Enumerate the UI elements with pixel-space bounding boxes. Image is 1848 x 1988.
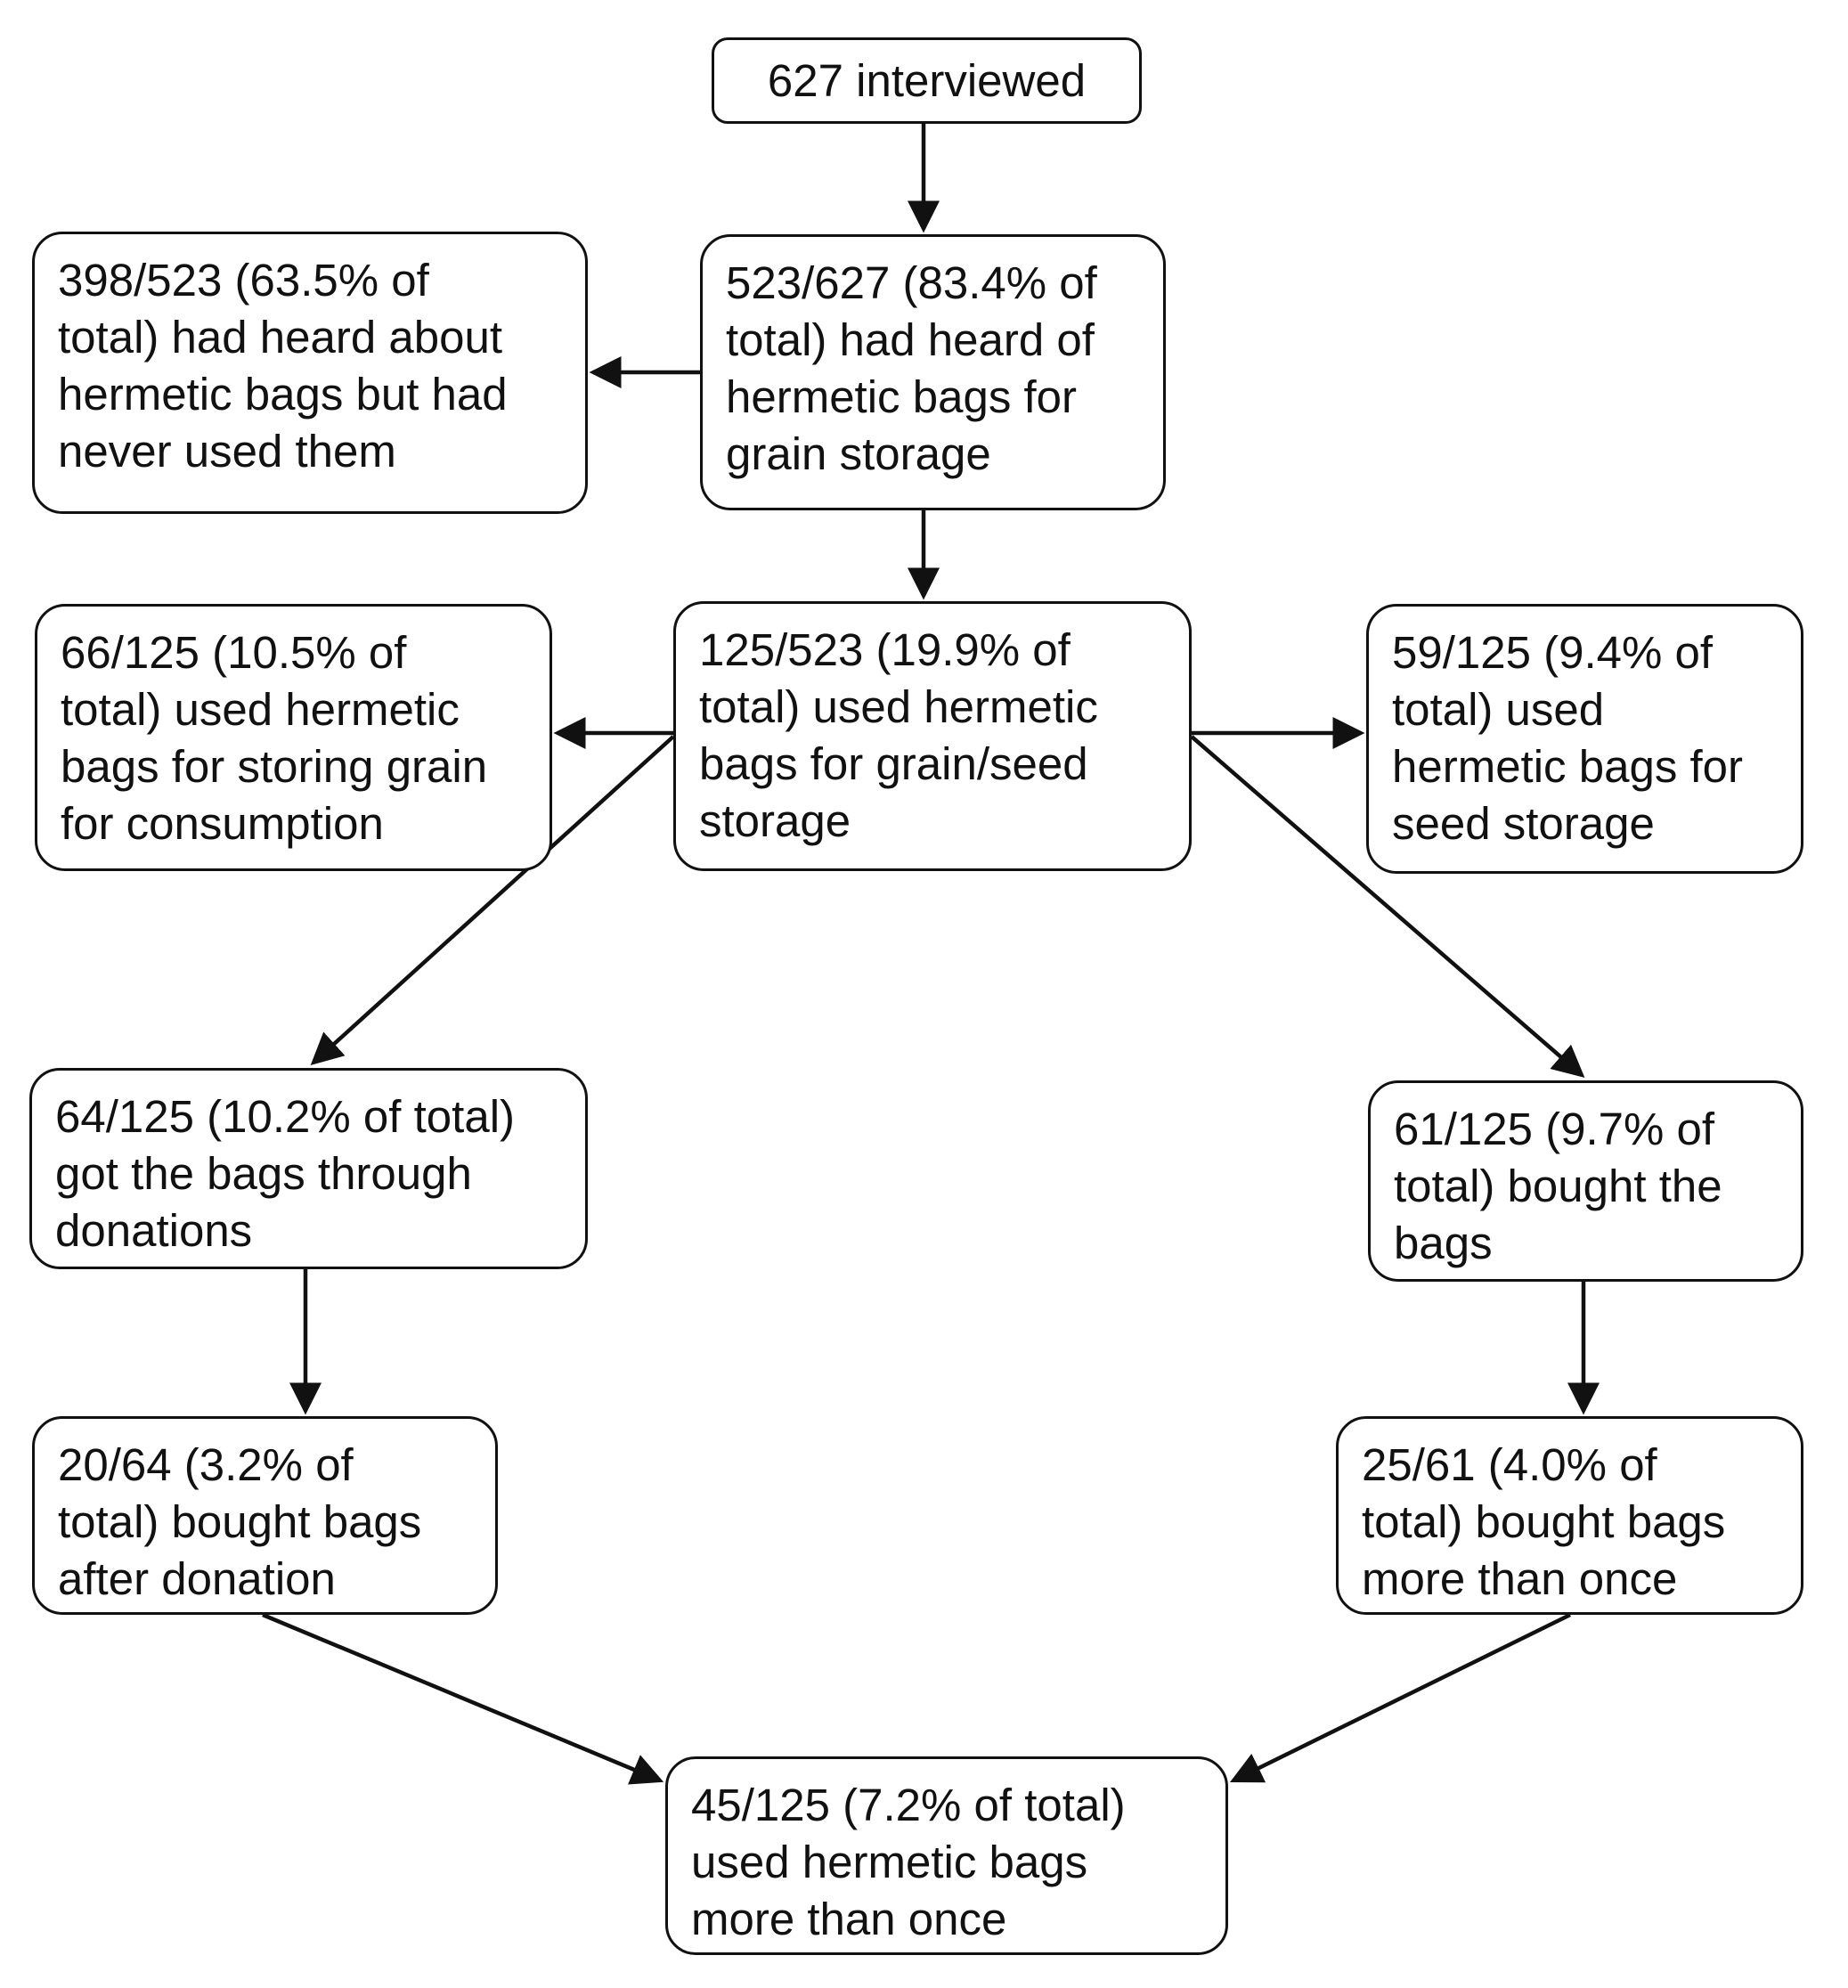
node-used: 125/523 (19.9% of total) used hermetic b… (673, 601, 1192, 871)
arrow-used-to-donations (310, 735, 675, 1066)
arrow-bought-more-to-used-more (1229, 1612, 1571, 1783)
node-heard: 523/627 (83.4% of total) had heard of he… (700, 234, 1166, 510)
node-seed: 59/125 (9.4% of total) used hermetic bag… (1366, 604, 1803, 874)
node-bought-more: 25/61 (4.0% of total) bought bags more t… (1336, 1416, 1803, 1615)
node-used-more: 45/125 (7.2% of total) used hermetic bag… (665, 1756, 1228, 1955)
node-never-used: 398/523 (63.5% of total) had heard about… (32, 232, 588, 514)
arrow-used-to-bought (1190, 735, 1585, 1078)
node-after-donation: 20/64 (3.2% of total) bought bags after … (32, 1416, 498, 1615)
node-consumption: 66/125 (10.5% of total) used hermetic ba… (35, 604, 552, 871)
node-donations: 64/125 (10.2% of total) got the bags thr… (29, 1068, 588, 1269)
arrow-after-donation-to-used-more (262, 1612, 664, 1785)
node-interviewed: 627 interviewed (712, 37, 1142, 124)
node-bought: 61/125 (9.7% of total) bought the bags (1368, 1080, 1803, 1282)
